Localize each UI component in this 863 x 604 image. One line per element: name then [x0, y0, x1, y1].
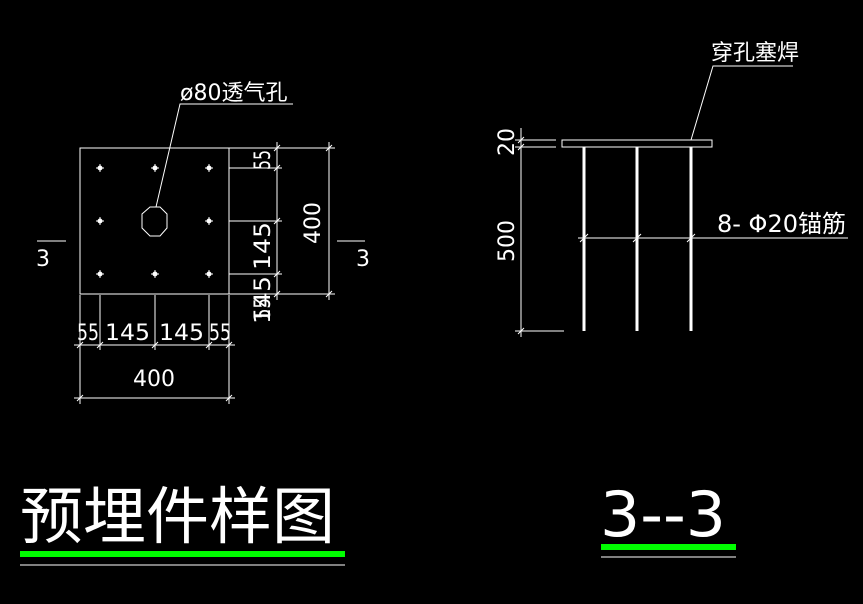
- anchor-leader-tick: [632, 233, 642, 243]
- main-title-underline: [20, 551, 345, 557]
- dim-right-total: 400: [301, 202, 326, 244]
- anchor-leader-tick: [686, 233, 696, 243]
- section-plate: [561, 139, 713, 148]
- dim-anchor-length: 500: [495, 220, 520, 262]
- anchor-marker: [205, 217, 213, 225]
- anchor-marker: [151, 164, 159, 172]
- section-title-block: 3--3: [600, 478, 736, 558]
- weld-label: 穿孔塞焊: [711, 41, 799, 66]
- section-mark-right: 3: [356, 247, 370, 272]
- weld-leader: [690, 65, 793, 141]
- anchor-marker: [205, 164, 213, 172]
- anchor-marker: [151, 270, 159, 278]
- anchor-markers: [96, 164, 213, 278]
- dim-left-seg-2: 145: [251, 222, 276, 270]
- main-title: 预埋件样图: [20, 480, 335, 553]
- dim-bottom-seg-2: 145: [105, 321, 150, 346]
- main-title-block: 预埋件样图: [20, 480, 345, 566]
- section-title: 3--3: [600, 478, 726, 551]
- dim-plate-thickness: 20: [495, 128, 520, 156]
- anchor-leader-tick: [579, 233, 589, 243]
- section-view: 20 500 穿孔塞焊 8- Φ20锚筋: [495, 41, 848, 337]
- dim-vertical: [229, 142, 335, 300]
- section-dim-vertical: [515, 128, 564, 337]
- plan-view: ø80透气孔 3 3 55 145 145 55 400: [36, 81, 370, 404]
- dim-bottom-total: 400: [133, 367, 175, 392]
- vent-hole: [141, 206, 168, 237]
- dim-bottom-seg-1: 55: [77, 321, 99, 346]
- anchor-marker: [96, 270, 104, 278]
- dim-bottom: [74, 295, 235, 404]
- section-title-underline: [601, 544, 736, 550]
- dim-bottom-seg-4: 55: [209, 321, 231, 346]
- dim-left-seg-3: 145: [251, 276, 276, 324]
- anchor-marker: [96, 217, 104, 225]
- anchor-label: 8- Φ20锚筋: [717, 210, 846, 238]
- dim-bottom-seg-3: 145: [159, 321, 204, 346]
- anchor-marker: [96, 164, 104, 172]
- anchor-marker: [205, 270, 213, 278]
- dim-left-seg-4: 55: [251, 298, 276, 319]
- dim-left-seg-1: 55: [251, 150, 276, 170]
- vent-hole-leader: [155, 103, 293, 208]
- section-mark-left: 3: [36, 247, 50, 272]
- vent-hole-label: ø80透气孔: [180, 81, 287, 106]
